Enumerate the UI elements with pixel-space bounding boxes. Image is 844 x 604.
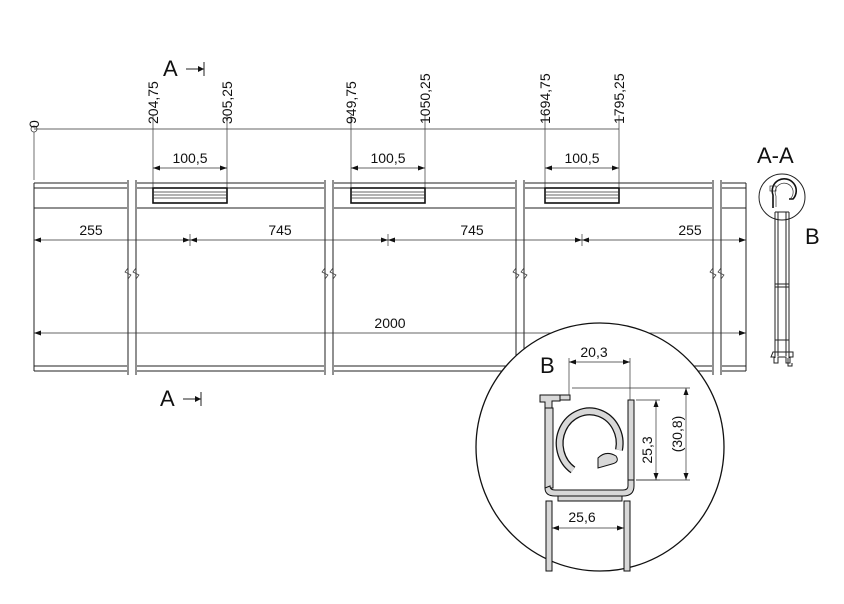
detail-view-b: B xyxy=(475,322,725,572)
spacing-label-4: 255 xyxy=(678,222,702,238)
slot-width-label-3: 100,5 xyxy=(564,150,599,166)
spacing-label-3: 745 xyxy=(460,222,484,238)
detail-overall-height: (30,8) xyxy=(669,416,685,453)
origin-label: 0 xyxy=(26,120,42,128)
overall-length-label: 2000 xyxy=(374,315,405,331)
ordinate-dimensions: 0 204,75 305,25 949,75 1050,25 1694,75 1… xyxy=(26,73,627,188)
slot-1 xyxy=(152,187,228,204)
spacing-dimensions: 255 745 745 255 xyxy=(34,222,746,246)
detail-dimensions: 20,3 25,3 (30,8) 25,6 xyxy=(552,344,690,531)
detail-bottom-width: 25,6 xyxy=(568,509,595,525)
section-marker-top-label: A xyxy=(163,56,178,81)
ordinate-label-6: 1795,25 xyxy=(611,73,627,124)
spacing-label-2: 745 xyxy=(268,222,292,238)
slot-width-dimensions: 100,5 100,5 100,5 xyxy=(153,150,619,171)
ordinate-label-4: 1050,25 xyxy=(417,73,433,124)
detail-label: B xyxy=(540,353,555,378)
ordinate-label-5: 1694,75 xyxy=(537,73,553,124)
ordinate-label-3: 949,75 xyxy=(343,81,359,124)
ordinate-label-2: 305,25 xyxy=(219,81,235,124)
slot-2 xyxy=(350,187,426,204)
section-marker-top: A xyxy=(163,56,205,81)
section-view-aa: A-A B xyxy=(757,143,820,367)
slot-3 xyxy=(544,187,620,204)
ordinate-label-1: 204,75 xyxy=(145,81,161,124)
break-marks xyxy=(124,180,725,375)
detail-callout: B xyxy=(805,224,820,249)
detail-inner-height: 25,3 xyxy=(639,436,655,463)
section-marker-bottom: A xyxy=(160,386,202,411)
spacing-label-1: 255 xyxy=(79,222,103,238)
slot-width-label-2: 100,5 xyxy=(370,150,405,166)
slot-width-label-1: 100,5 xyxy=(172,150,207,166)
profile-main-view: 0 204,75 305,25 949,75 1050,25 1694,75 1… xyxy=(26,56,747,411)
profile-section xyxy=(539,394,635,572)
section-marker-bottom-label: A xyxy=(160,386,175,411)
section-title: A-A xyxy=(757,143,794,168)
detail-top-width: 20,3 xyxy=(580,344,607,360)
